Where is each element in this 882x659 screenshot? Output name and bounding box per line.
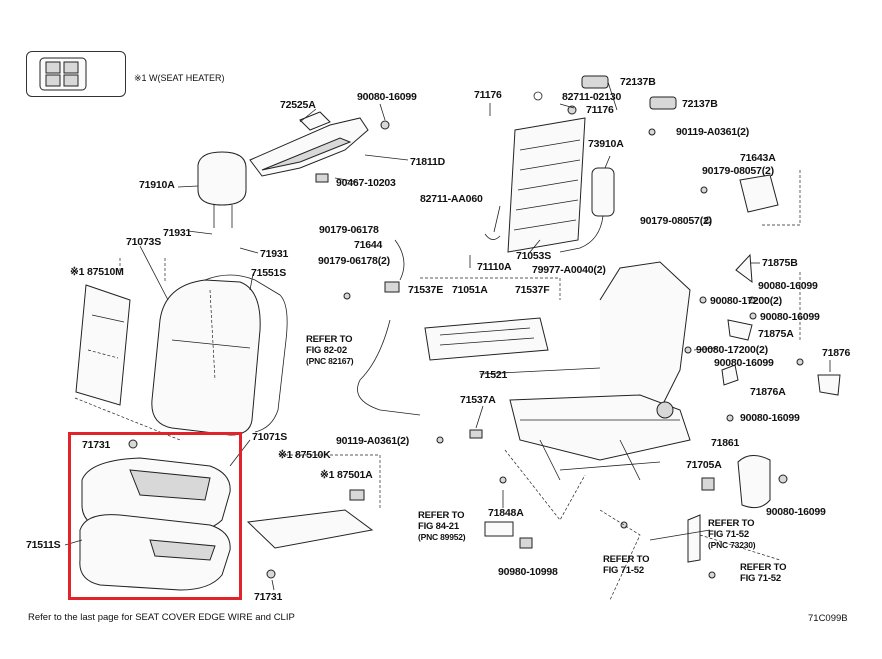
part-label-82711-AA060[interactable]: 82711-AA060 [420, 193, 483, 205]
part-label-71876[interactable]: 71876 [822, 347, 851, 359]
part-label-72137B-b[interactable]: 72137B [682, 98, 718, 110]
wire-harness-part [343, 239, 421, 416]
part-label-72137B-a[interactable]: 72137B [620, 76, 656, 88]
part-label-90080-16099-e[interactable]: 90080-16099 [740, 412, 800, 424]
refer-line1: REFER TO [306, 334, 353, 345]
rail-cover-part [484, 476, 533, 549]
part-label-71537F[interactable]: 71537F [515, 284, 550, 296]
highlight-frame [68, 432, 242, 600]
part-label-90080-16099-a[interactable]: 90080-16099 [357, 91, 417, 103]
seat-cushion-part [79, 439, 276, 591]
headrest-part [197, 151, 247, 228]
part-label-71521[interactable]: 71521 [479, 369, 508, 381]
footer-note: Refer to the last page for SEAT COVER ED… [28, 612, 295, 623]
part-label-71073S[interactable]: 71073S [126, 236, 162, 248]
part-label-71931-b[interactable]: 71931 [260, 248, 289, 260]
refer-line2: FIG 71-52 [603, 565, 644, 576]
part-label-90080-16099-f[interactable]: 90080-16099 [766, 506, 826, 518]
part-label-71875A[interactable]: 71875A [758, 328, 794, 340]
part-label-72525A[interactable]: 72525A [280, 99, 316, 111]
diagram-code: 71C099B [808, 613, 848, 624]
part-label-82711-02130[interactable]: 82711-02130 [562, 91, 622, 103]
refer-line1: REFER TO [418, 510, 465, 521]
part-label-71931-a[interactable]: 71931 [163, 227, 192, 239]
refer-fig-84-21[interactable]: REFER TO FIG 84-21 (PNC 89952) [418, 510, 466, 543]
part-label-71176-b[interactable]: 71176 [586, 104, 614, 116]
part-label-71551S[interactable]: 71551S [251, 267, 287, 279]
part-label-90080-16099-d[interactable]: 90080-16099 [714, 357, 774, 369]
part-label-71731-a[interactable]: 71731 [82, 439, 111, 451]
part-label-90080-17200-b[interactable]: 90080-17200(2) [696, 344, 768, 356]
back-heater-mat-part [75, 284, 131, 406]
part-label-90179-08057-a[interactable]: 90179-08057(2) [702, 165, 774, 177]
part-label-71811D[interactable]: 71811D [410, 156, 446, 168]
legend-box [26, 51, 126, 97]
refer-fig-82-02[interactable]: REFER TO FIG 82-02 (PNC 82167) [306, 334, 354, 367]
part-label-73910A[interactable]: 73910A [588, 138, 624, 150]
part-label-71861[interactable]: 71861 [711, 437, 740, 449]
part-label-90119-A0361-b[interactable]: 90119-A0361(2) [336, 435, 410, 447]
part-label-90467-10203[interactable]: 90467-10203 [336, 177, 396, 189]
side-cover-part [620, 455, 788, 579]
part-label-71731-b[interactable]: 71731 [254, 591, 283, 603]
part-label-90119-A0361-a[interactable]: 90119-A0361(2) [676, 126, 750, 138]
part-label-71705A[interactable]: 71705A [686, 459, 722, 471]
part-label-71071S[interactable]: 71071S [252, 431, 288, 443]
side-shield-part [249, 111, 390, 183]
part-label-90179-06178-b[interactable]: 90179-06178(2) [318, 255, 390, 267]
part-label-71053S[interactable]: 71053S [516, 250, 552, 262]
seat-heater-legend-icon [39, 57, 87, 91]
refer-fig-71-52-b[interactable]: REFER TO FIG 71-52 [603, 554, 649, 576]
part-label-90080-16099-b[interactable]: 90080-16099 [758, 280, 818, 292]
part-label-71537E[interactable]: 71537E [408, 284, 444, 296]
part-label-90980-10998[interactable]: 90980-10998 [498, 566, 558, 578]
recliner-bracket-part [700, 174, 779, 224]
part-label-71511S[interactable]: 71511S [26, 539, 61, 551]
part-label-71875B[interactable]: 71875B [762, 257, 798, 269]
part-label-90179-06178-a[interactable]: 90179-06178 [319, 224, 379, 236]
part-label-90080-17200-a[interactable]: 90080-17200(2) [710, 295, 782, 307]
refer-fig-71-52-c[interactable]: REFER TO FIG 71-52 [740, 562, 786, 584]
cushion-heater-mat-part [246, 489, 374, 549]
cushion-spring-part [424, 317, 549, 361]
refer-line2: FIG 71-52 [740, 573, 781, 584]
part-label-71051A[interactable]: 71051A [452, 284, 488, 296]
part-label-71876A[interactable]: 71876A [750, 386, 786, 398]
seat-back-part [151, 274, 288, 436]
part-label-71910A[interactable]: 71910A [139, 179, 175, 191]
refer-line1: REFER TO [708, 518, 755, 529]
side-brackets-part [684, 253, 841, 422]
leader-lines [64, 81, 831, 591]
part-label-71537A[interactable]: 71537A [460, 394, 496, 406]
part-label-87510M[interactable]: ※1 87510M [70, 266, 124, 278]
part-label-90080-16099-c[interactable]: 90080-16099 [760, 311, 820, 323]
part-label-71643A[interactable]: 71643A [740, 152, 776, 164]
part-label-90179-08057-b[interactable]: 90179-08057(2) [640, 215, 712, 227]
seat-frame-part [509, 261, 691, 481]
refer-line3: (PNC 73230) [708, 540, 756, 550]
part-label-71848A[interactable]: 71848A [488, 507, 524, 519]
part-label-87501A[interactable]: ※1 87501A [320, 469, 373, 481]
part-label-71644[interactable]: 71644 [354, 239, 383, 251]
rod-part [436, 367, 601, 444]
side-airbag-part [559, 167, 615, 253]
part-label-71176-a[interactable]: 71176 [474, 89, 502, 101]
refer-line1: REFER TO [603, 554, 650, 565]
part-label-79977-A0040[interactable]: 79977-A0040(2) [532, 264, 606, 276]
legend-text: ※1 W(SEAT HEATER) [134, 73, 225, 83]
refer-line2: FIG 82-02 [306, 345, 347, 356]
refer-line3: (PNC 82167) [306, 356, 354, 366]
part-label-87510K[interactable]: ※1 87510K [278, 449, 331, 461]
refer-line2: FIG 71-52 [708, 529, 749, 540]
refer-line1: REFER TO [740, 562, 787, 573]
dashed-guides [74, 170, 801, 601]
part-label-71110A[interactable]: 71110A [477, 261, 512, 273]
top-bracket-part [567, 75, 677, 136]
refer-line2: FIG 84-21 [418, 521, 459, 532]
refer-line3: (PNC 89952) [418, 532, 466, 542]
refer-fig-71-52-a[interactable]: REFER TO FIG 71-52 (PNC 73230) [708, 518, 756, 551]
back-spring-part [484, 91, 586, 253]
